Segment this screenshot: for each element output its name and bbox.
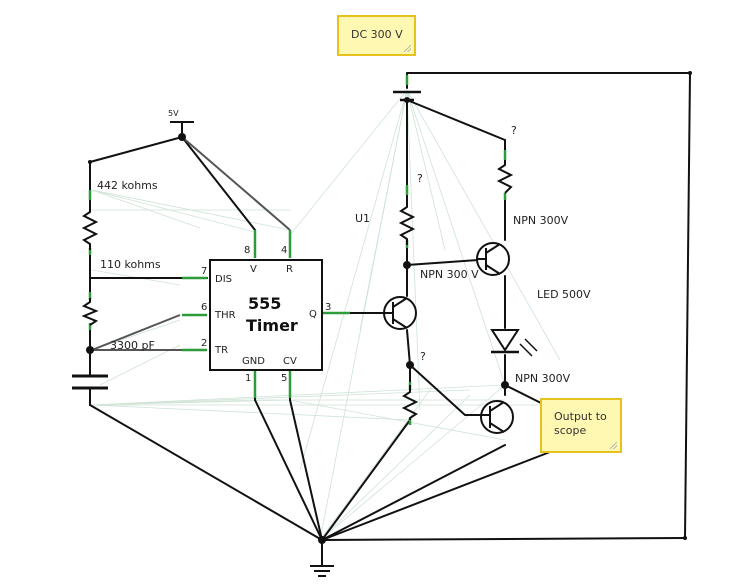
ground-symbol [310, 565, 334, 577]
pin-num-5: 5 [281, 373, 287, 384]
pin-r: R [286, 264, 293, 275]
pin-num-6: 6 [201, 302, 207, 313]
pin-cv: CV [283, 356, 297, 367]
pin-gnd: GND [242, 356, 265, 367]
resize-grip-icon[interactable] [610, 442, 617, 449]
resistor-r1 [81, 200, 99, 250]
resistor-r2 [81, 298, 99, 326]
resistor-q-top [398, 195, 416, 245]
note-dc-source[interactable]: DC 300 V [337, 15, 416, 56]
pin-v: V [250, 264, 257, 275]
pin-num-3: 3 [325, 302, 331, 313]
pin-thr: THR [214, 310, 236, 321]
transistor-upper-right [476, 242, 510, 276]
pin-tr: TR [214, 345, 228, 356]
pin-num-1: 1 [245, 373, 251, 384]
resistor-low [401, 385, 419, 420]
label-5v: 5V [168, 109, 179, 118]
transistor-low [465, 400, 514, 434]
label-r1: 442 kohms [97, 179, 158, 192]
pin-stubs [88, 75, 507, 425]
label-npn-upper-right: NPN 300V [513, 214, 569, 227]
led-symbol [490, 329, 538, 357]
pin-num-4: 4 [281, 245, 287, 256]
note-output[interactable]: Output to scope [540, 398, 622, 453]
label-unknown-1: ? [417, 172, 423, 185]
label-npn-low: NPN 300V [515, 372, 571, 385]
capacitor-c1 [72, 374, 108, 390]
resize-grip-icon[interactable] [404, 45, 411, 52]
pin-num-7: 7 [201, 266, 207, 277]
resistors [81, 160, 514, 420]
label-cap: 3300 pF [110, 339, 155, 352]
pin-num-8: 8 [244, 245, 250, 256]
label-unknown-3: ? [420, 350, 426, 363]
label-u1: U1 [355, 212, 370, 225]
label-npn-mid: NPN 300 V [420, 268, 479, 281]
label-unknown-2: ? [511, 124, 517, 137]
label-r2: 110 kohms [100, 258, 161, 271]
ic-title-timer: Timer [246, 316, 298, 335]
resistor-top-right [496, 160, 514, 194]
note-dc-source-text: DC 300 V [351, 28, 403, 41]
note-output-text: Output to scope [554, 410, 607, 437]
label-led: LED 500V [537, 288, 591, 301]
transistors [383, 242, 514, 434]
junction-dots [86, 71, 692, 544]
ic-title-555: 555 [248, 294, 281, 313]
pin-num-2: 2 [201, 338, 207, 349]
transistor-mid [383, 296, 417, 330]
ic-555-body[interactable] [209, 259, 323, 371]
pin-dis: DIS [215, 274, 232, 285]
pin-q: Q [309, 309, 317, 320]
ratsnest-lines [91, 89, 561, 541]
wires [89, 72, 692, 566]
